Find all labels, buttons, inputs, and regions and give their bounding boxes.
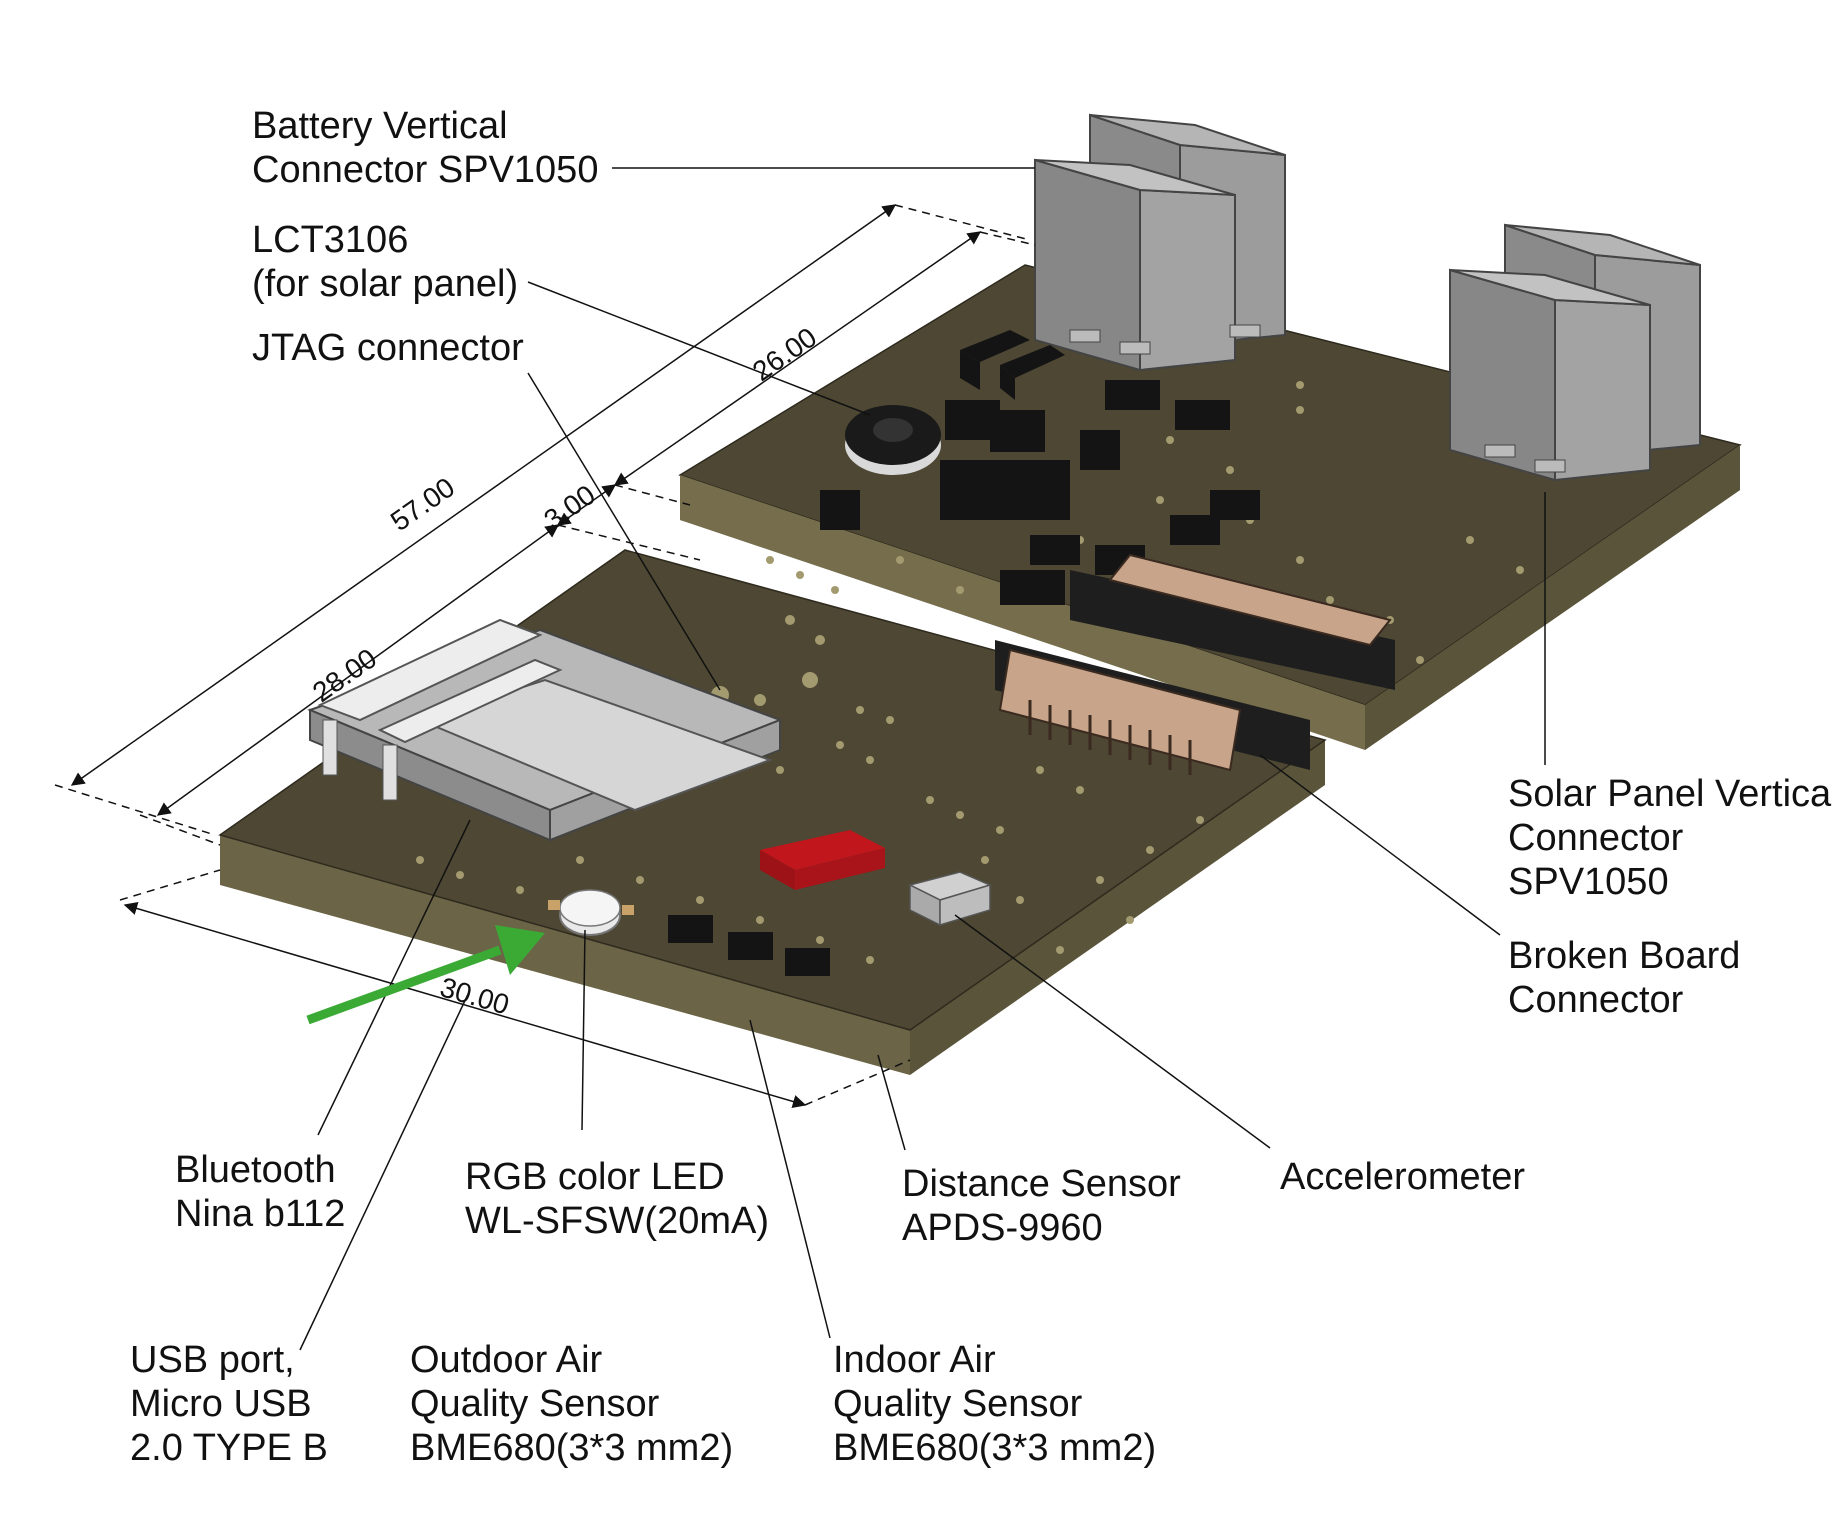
label-outdoor-air-sensor: Outdoor Air Quality Sensor BME680(3*3 mm… [410, 1339, 734, 1469]
dim-width: 30.00 [437, 971, 513, 1020]
label-jtag-connector: JTAG connector [252, 327, 524, 369]
label-bluetooth: Bluetooth Nina b112 [175, 1149, 346, 1235]
dim-rear-board: 26.00 [747, 321, 822, 387]
rgb-led-component [760, 830, 885, 890]
label-rgb-led: RGB color LED WL-SFSW(20mA) [465, 1156, 769, 1242]
label-indoor-air-sensor: Indoor Air Quality Sensor BME680(3*3 mm2… [833, 1339, 1157, 1469]
dimension-lines [54, 204, 1036, 1109]
dim-overall: 57.00 [385, 471, 460, 537]
usb-pointer-arrow [306, 925, 545, 1025]
dim-gap: 3.00 [538, 479, 600, 536]
solar-panel-vertical-connector [1449, 223, 1701, 482]
leader-lines [299, 167, 1546, 1351]
label-solar-connector: Solar Panel Vertical Connector SPV1050 [1508, 773, 1833, 903]
label-battery-connector: Battery Vertical Connector SPV1050 [252, 105, 599, 191]
label-usb-port: USB port, Micro USB 2.0 TYPE B [130, 1339, 328, 1469]
label-lct3106: LCT3106 (for solar panel) [252, 219, 519, 305]
label-broken-board-connector: Broken Board Connector [1508, 935, 1741, 1021]
label-distance-sensor: Distance Sensor APDS-9960 [902, 1163, 1181, 1249]
accelerometer-component [907, 871, 993, 927]
label-accelerometer: Accelerometer [1280, 1156, 1525, 1198]
battery-vertical-connector [1034, 113, 1286, 372]
lct3106-inductor [845, 405, 941, 475]
broken-board-connector [995, 553, 1395, 775]
